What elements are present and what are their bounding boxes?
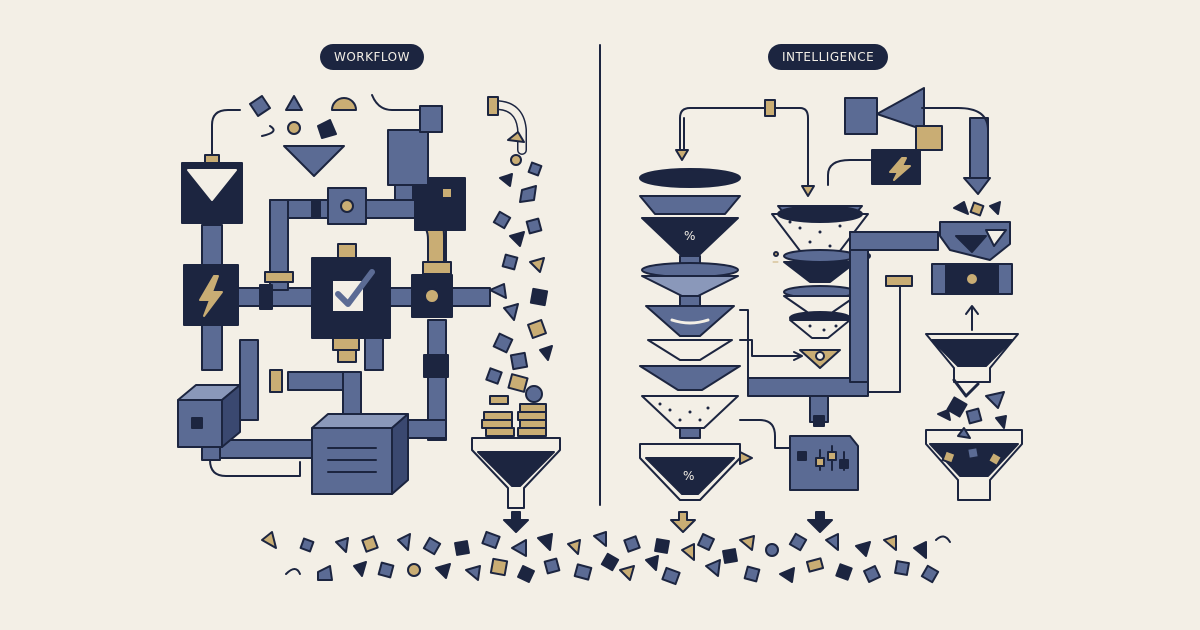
pipe — [239, 339, 259, 421]
pipe-collar — [422, 261, 452, 275]
down-arrow-icon — [807, 511, 833, 533]
funnel-stack: % % — [639, 168, 753, 533]
pipe-collar — [764, 99, 776, 117]
down-arrow-icon — [670, 511, 696, 533]
valve — [311, 199, 321, 219]
pipe-collar — [487, 96, 499, 116]
valve — [259, 284, 273, 310]
down-arrow-icon — [503, 511, 529, 533]
pipe — [427, 319, 447, 441]
thin-pipe — [371, 94, 421, 111]
pipe — [849, 231, 869, 383]
shape — [283, 145, 345, 177]
thin-pipe — [211, 109, 241, 161]
pipe-collar — [332, 337, 360, 351]
pipe — [364, 199, 416, 219]
intelligence-machine: % % — [639, 87, 1023, 533]
workflow-label: WORKFLOW — [320, 44, 424, 70]
pipe — [342, 371, 362, 421]
pipe — [747, 377, 869, 397]
lightning-icon — [889, 157, 911, 181]
pipe — [269, 199, 289, 291]
thin-pipe — [739, 419, 791, 449]
valve — [423, 354, 449, 378]
pipe — [201, 224, 223, 266]
shape — [331, 97, 357, 111]
pipe-collar — [264, 271, 294, 283]
shape — [317, 119, 337, 139]
pipe — [201, 324, 223, 371]
thin-pipe — [867, 285, 901, 393]
canister — [387, 129, 429, 186]
valve-box — [414, 177, 466, 231]
thin-pipe — [739, 309, 749, 379]
thin-pipe — [679, 107, 809, 186]
shape — [249, 95, 271, 117]
checkmark-icon — [335, 269, 375, 307]
sensor-box — [844, 97, 878, 135]
percent-symbol: % — [683, 469, 694, 483]
thin-pipe — [827, 159, 891, 186]
intelligence-label: INTELLIGENCE — [768, 44, 889, 70]
shape-scatter-bottom — [261, 530, 951, 586]
minus-symbol: – — [772, 254, 779, 270]
pipe — [969, 117, 989, 179]
pipe-collar — [269, 369, 283, 393]
pipe-collar — [885, 275, 913, 287]
coin-stack-icon — [481, 395, 547, 437]
percent-symbol: % — [684, 229, 695, 243]
shape — [285, 95, 303, 111]
shape — [287, 121, 301, 135]
shape-stream — [489, 131, 553, 393]
lightning-icon — [199, 275, 223, 317]
workflow-machine — [177, 94, 561, 533]
pipe — [849, 231, 939, 251]
